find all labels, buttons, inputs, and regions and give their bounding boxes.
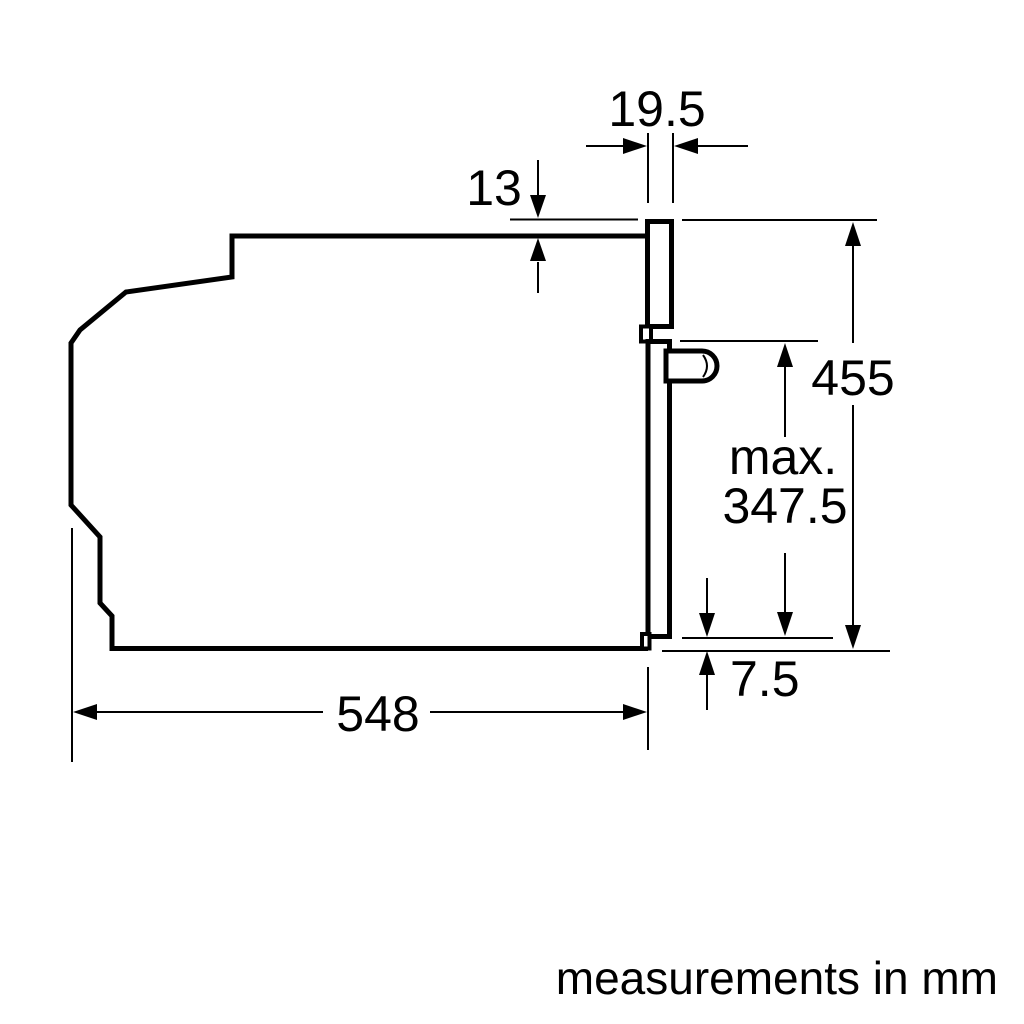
bottom-clearance-label: 7.5 [730, 651, 800, 707]
arrow-down-icon [845, 625, 861, 649]
units-note: measurements in mm [556, 952, 998, 1004]
total-height-label: 455 [811, 350, 894, 406]
dim-total-height: 455 [811, 222, 895, 649]
oven-door-front [645, 339, 672, 639]
top-protrusion-label: 13 [466, 160, 522, 216]
max-height-label: 347.5 [722, 478, 847, 534]
arrow-up-icon [845, 222, 861, 246]
arrow-right-icon [623, 138, 647, 154]
oven-control-panel-front [645, 219, 674, 329]
arrow-up-icon [530, 238, 546, 261]
dim-max-height: max. 347.5 [722, 343, 848, 636]
depth-label: 548 [336, 686, 419, 742]
arrow-down-icon [777, 612, 793, 636]
arrow-up-icon [699, 651, 715, 675]
door-handle [663, 348, 720, 384]
door-thickness-label: 19.5 [608, 81, 705, 137]
oven-body-outline [68, 233, 648, 651]
arrow-left-icon [73, 704, 97, 720]
dim-door-thickness: 19.5 [586, 81, 748, 154]
arrow-down-icon [699, 613, 715, 637]
arrow-up-icon [777, 343, 793, 367]
door-bottom-step [640, 632, 652, 651]
dim-top-protrusion: 13 [466, 160, 546, 293]
arrow-left-icon [674, 138, 698, 154]
door-handle-cap-line [702, 354, 708, 378]
appliance-side-view [68, 219, 720, 651]
arrow-down-icon [530, 195, 546, 218]
dim-depth: 548 [73, 686, 647, 742]
max-prefix-label: max. [729, 429, 837, 485]
arrow-right-icon [623, 704, 647, 720]
dim-bottom-clearance: 7.5 [699, 578, 800, 710]
extension-lines [71, 133, 890, 762]
